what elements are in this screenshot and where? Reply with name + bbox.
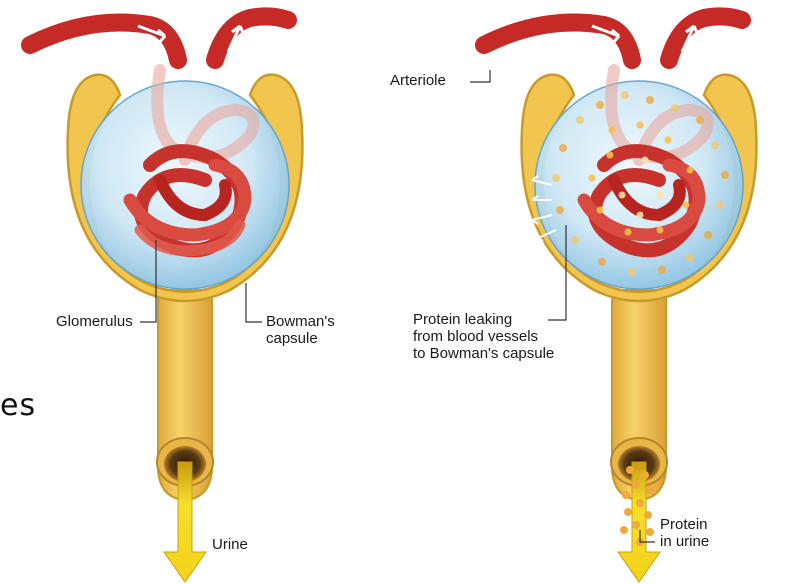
afferent-arteriole-right: [484, 23, 632, 61]
protein-urine-label-line1: Protein: [660, 516, 708, 534]
efferent-arteriole-right: [669, 16, 742, 60]
leak-label-line2: from blood vessels: [413, 328, 538, 346]
afferent-arteriole: [30, 23, 178, 61]
bowmans-capsule-label-line2: capsule: [266, 330, 318, 348]
leaking-nephron: [470, 16, 756, 582]
bowmans-leader: [246, 283, 262, 322]
leak-label-line3: to Bowman's capsule: [413, 345, 554, 363]
efferent-arteriole: [215, 16, 288, 60]
protein-urine-label-line2: in urine: [660, 533, 709, 551]
bowmans-capsule-label-line1: Bowman's: [266, 313, 335, 331]
urine-label: Urine: [212, 536, 248, 554]
arteriole-leader: [470, 70, 490, 82]
arteriole-label: Arteriole: [390, 72, 446, 90]
healthy-nephron: [30, 16, 302, 582]
leak-label-line1: Protein leaking: [413, 311, 512, 329]
cropped-text-fragment: es: [0, 388, 36, 423]
glomerulus-label: Glomerulus: [56, 313, 133, 331]
glomerulus-sphere: [81, 81, 289, 289]
